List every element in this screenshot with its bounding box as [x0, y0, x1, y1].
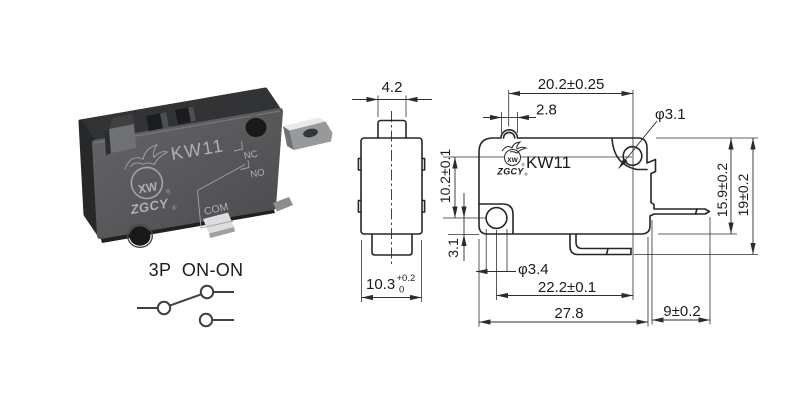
nc-contact-mark — [233, 141, 243, 152]
com-terminal-shadow — [209, 227, 235, 238]
dim-tolerance-upper: +0.2 — [397, 273, 416, 284]
mounting-hole-top-right — [245, 118, 267, 137]
mounting-hole-rim — [126, 223, 153, 248]
dim-terminal-length: 9±0.2 — [652, 303, 710, 323]
dim-plunger-width: 2.8 — [483, 102, 557, 121]
brand-logo-circle — [504, 149, 521, 166]
dim-label: 10.3 — [366, 276, 395, 293]
top-vent-slots — [146, 106, 196, 131]
dim-hole-top-diameter: φ3.1 — [618, 106, 686, 169]
brand-mark-text: XW — [137, 179, 159, 196]
com-terminal-outline — [569, 233, 632, 256]
side-view: 4.2 10.3 +0.2 0 — [352, 79, 432, 302]
hole-boss-bottom-left — [478, 203, 514, 235]
dim-label: φ3.4 — [518, 261, 549, 278]
circuit-symbol: 3P ON-ON — [137, 260, 244, 328]
dim-hole-bottom-diameter: φ3.4 — [476, 261, 549, 278]
side-body-outline — [360, 137, 423, 235]
dim-label: φ3.1 — [655, 106, 686, 123]
dim-label: 3.1 — [445, 238, 461, 258]
dim-label: 27.8 — [554, 305, 583, 322]
pole-contact — [156, 300, 172, 316]
com-terminal-face — [203, 212, 234, 234]
brand-logo: XW ® ZGCY ® — [124, 143, 178, 218]
registered-mark: ® — [525, 171, 529, 177]
dim-body-height: 15.9±0.2 — [714, 138, 734, 234]
plunger-dome-inner — [502, 131, 516, 139]
com-label: COM — [203, 201, 230, 218]
registered-mark: ® — [522, 162, 526, 168]
lever-line — [169, 293, 202, 307]
mounting-hole-rim — [242, 115, 270, 140]
dim-label: 20.2±0.25 — [538, 76, 605, 93]
side-nub — [421, 157, 426, 171]
circuit-print-line — [197, 190, 234, 229]
dim-hole-span-vertical: 10.2±0.1 — [437, 149, 458, 218]
terminal-blade-right — [283, 117, 333, 150]
dim-body-width: 10.3 +0.2 0 — [361, 240, 422, 302]
side-nub — [357, 157, 362, 171]
dim-label: 15.9±0.2 — [714, 163, 730, 218]
hole-bottom-left — [485, 206, 508, 230]
no-label: NO — [250, 167, 266, 180]
plunger — [104, 114, 136, 156]
brand-mark-text: XW — [507, 157, 518, 164]
front-view: XW ® ZGCY ® KW11 20.2±0.25 2.8 φ3.1 10.2… — [437, 76, 758, 327]
no-contact-mark — [240, 159, 250, 170]
throw-contact-upper — [199, 284, 215, 300]
extension-lines — [443, 90, 758, 327]
dim-hole-span-horizontal: 20.2±0.25 — [508, 76, 633, 97]
terminal-slot-hole — [303, 128, 318, 138]
vent-slot-wall — [188, 106, 196, 122]
dim-label: 22.2±0.1 — [538, 279, 596, 296]
bird-icon — [501, 141, 528, 154]
terminal-top-face — [283, 117, 326, 131]
registered-mark: ® — [172, 204, 178, 212]
dim-label: 10.2±0.1 — [437, 149, 453, 204]
dim-body-width: 27.8 — [479, 305, 648, 325]
dim-hole-center-span: 22.2±0.1 — [496, 279, 633, 299]
terminal-blade-bottom-right — [273, 197, 293, 212]
plunger-left-face — [104, 129, 111, 156]
dim-label: 4.2 — [382, 79, 403, 96]
plunger-front-face — [109, 124, 136, 153]
circuit-label: 3P ON-ON — [149, 260, 244, 280]
dim-label: 2.8 — [536, 102, 557, 119]
dim-tolerance-lower: 0 — [399, 285, 404, 296]
lever-line — [197, 164, 246, 191]
front-body-outline — [478, 129, 711, 235]
front-view-brand-logo: XW ® ZGCY ® — [496, 141, 529, 177]
hole-top-right — [622, 145, 643, 167]
side-nub — [421, 199, 426, 213]
bird-icon — [124, 143, 169, 170]
throw-contact-lower — [198, 312, 214, 328]
terminal-blade-com — [203, 212, 235, 238]
product-photo: KW11 XW ® ZGCY ® NC NO COM — [78, 87, 333, 248]
side-nub — [357, 199, 362, 213]
side-base-outline — [371, 233, 413, 256]
terminal-tick — [694, 208, 698, 215]
dim-total-height: 19±0.2 — [735, 138, 756, 255]
vent-slot-wall — [160, 112, 169, 129]
brand-name-text: ZGCY — [496, 167, 524, 177]
front-view-model-text: KW11 — [526, 153, 571, 172]
terminal-under-edge — [283, 126, 294, 150]
brand-name-text: ZGCY — [128, 196, 170, 218]
dim-label: 19±0.2 — [735, 173, 751, 216]
registered-mark: ® — [166, 188, 172, 196]
brand-logo-circle — [130, 166, 164, 200]
side-plunger-outline — [377, 119, 407, 139]
mounting-hole-bottom-left — [129, 226, 151, 246]
nc-label: NC — [243, 149, 259, 162]
dim-hole-bottom-offset: 3.1 — [445, 193, 467, 261]
dim-label: 9±0.2 — [663, 303, 700, 320]
dim-plunger-width: 4.2 — [352, 79, 432, 117]
